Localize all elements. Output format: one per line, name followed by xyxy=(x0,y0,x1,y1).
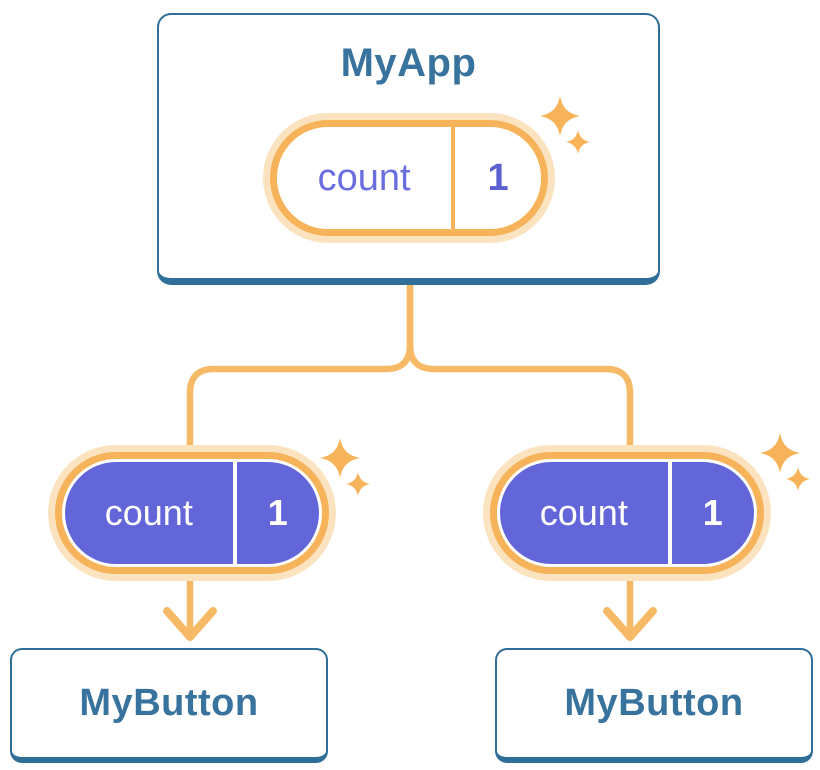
left-prop-pill: count 1 xyxy=(48,445,336,581)
arrow-head-left-icon xyxy=(163,607,217,641)
sparkle-icon xyxy=(320,438,370,496)
root-state-pill: count 1 xyxy=(263,113,555,243)
sparkle-icon xyxy=(760,433,810,491)
mybutton-title: MyButton xyxy=(564,682,744,724)
arrow-head-right-icon xyxy=(603,607,657,641)
prop-label-cell: count xyxy=(500,462,668,564)
state-label: count xyxy=(317,156,411,199)
mybutton-card-right: MyButton xyxy=(495,648,813,763)
state-value-cell: 1 xyxy=(451,127,541,229)
mybutton-title: MyButton xyxy=(79,682,259,724)
pill-gap: count 1 xyxy=(62,459,322,567)
pill-ring: count 1 xyxy=(490,452,764,574)
prop-value: 1 xyxy=(267,492,288,533)
pill-body: count 1 xyxy=(65,462,319,564)
pill-gap: count 1 xyxy=(277,127,541,229)
pill-ring: count 1 xyxy=(55,452,329,574)
mybutton-card-left: MyButton xyxy=(10,648,328,763)
prop-value-cell: 1 xyxy=(232,462,319,564)
connector-right-branch xyxy=(406,280,634,634)
state-value: 1 xyxy=(487,156,509,199)
sparkle-icon xyxy=(540,96,590,154)
prop-label: count xyxy=(539,492,628,533)
prop-value: 1 xyxy=(702,492,723,533)
pill-body: count 1 xyxy=(500,462,754,564)
prop-label-cell: count xyxy=(65,462,233,564)
right-prop-pill: count 1 xyxy=(483,445,771,581)
pill-gap: count 1 xyxy=(497,459,757,567)
myapp-title: MyApp xyxy=(340,41,477,85)
prop-label: count xyxy=(104,492,193,533)
prop-value-cell: 1 xyxy=(667,462,754,564)
state-label-cell: count xyxy=(277,127,451,229)
pill-body: count 1 xyxy=(277,127,541,229)
pill-ring: count 1 xyxy=(270,120,548,236)
